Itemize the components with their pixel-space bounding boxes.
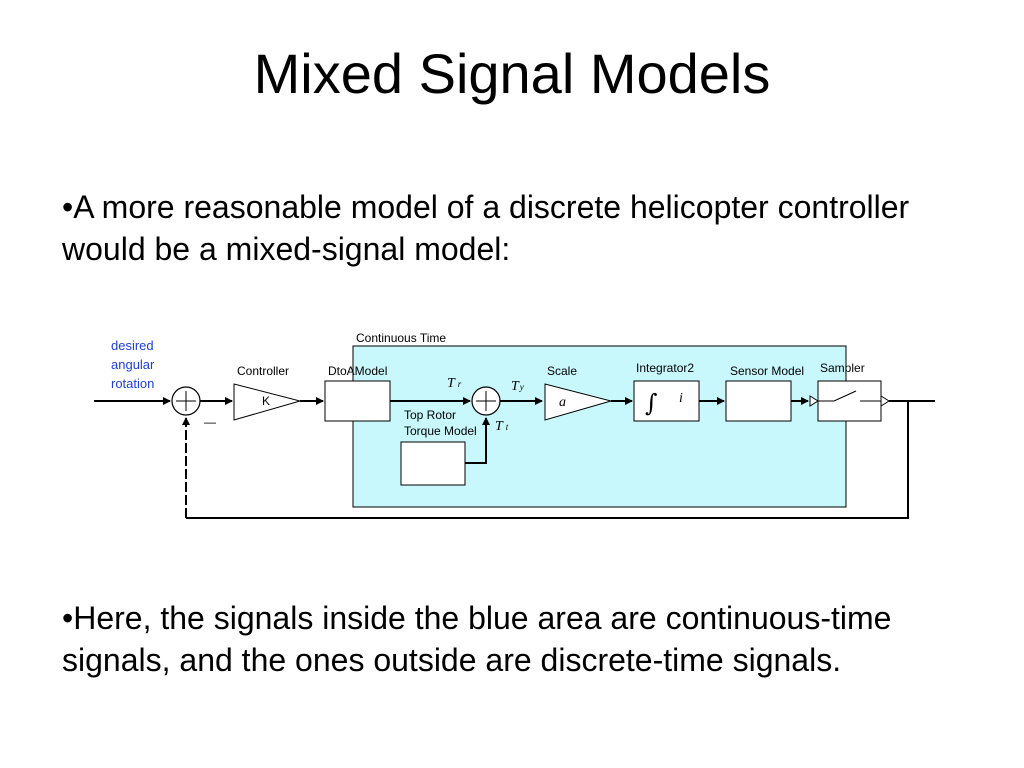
- signal-ty-sub: y: [519, 382, 524, 392]
- slide-title: Mixed Signal Models: [253, 42, 771, 105]
- integrator-block: [633, 380, 700, 422]
- feedback-path: [186, 401, 909, 519]
- top-rotor-block: [400, 441, 466, 486]
- controller-label: Controller: [237, 364, 289, 378]
- dtoa-label: DtoAModel: [328, 364, 387, 378]
- scale-gain: a: [559, 395, 566, 410]
- continuous-time-label: Continuous Time: [356, 331, 446, 345]
- signal-tt-sub: t: [506, 422, 509, 432]
- input-label-line-2: angular: [111, 357, 155, 372]
- sensor-label: Sensor Model: [730, 364, 804, 378]
- signal-ty: Ty: [511, 379, 524, 394]
- bullet-explanation: •Here, the signals inside the blue area …: [62, 600, 892, 678]
- sampler-input-port: [809, 395, 819, 407]
- sampler-switch-blade: [833, 390, 857, 402]
- scale-label: Scale: [547, 364, 577, 378]
- input-label-line-3: rotation: [111, 376, 154, 391]
- bullet-intro: •A more reasonable model of a discrete h…: [62, 189, 910, 267]
- minus-sign: —: [204, 415, 216, 429]
- signal-ty-main: T: [511, 379, 520, 394]
- scale-block: [544, 383, 613, 421]
- top-rotor-label-line-1: Top Rotor: [404, 408, 456, 422]
- signal-tt-main: T: [495, 419, 504, 434]
- dtoa-block: [324, 380, 391, 422]
- controller-block: [233, 383, 302, 421]
- sampler-output-port: [880, 395, 890, 407]
- integrator-subsymbol: i: [679, 391, 683, 406]
- integral-symbol: ∫: [645, 389, 658, 417]
- input-label: desired angular rotation: [111, 338, 158, 391]
- controller-gain: K: [262, 394, 270, 408]
- signal-tr-main: T: [447, 376, 456, 391]
- sensor-block: [725, 380, 792, 422]
- sampler-label: Sampler: [820, 361, 865, 375]
- signal-top-rotor-to-sum2: [465, 417, 490, 464]
- signal-tr-sub: r: [458, 379, 462, 389]
- top-rotor-label: Top Rotor Torque Model: [404, 408, 477, 438]
- input-label-line-1: desired: [111, 338, 154, 353]
- top-rotor-label-line-2: Torque Model: [404, 424, 477, 438]
- integrator-label: Integrator2: [636, 361, 694, 375]
